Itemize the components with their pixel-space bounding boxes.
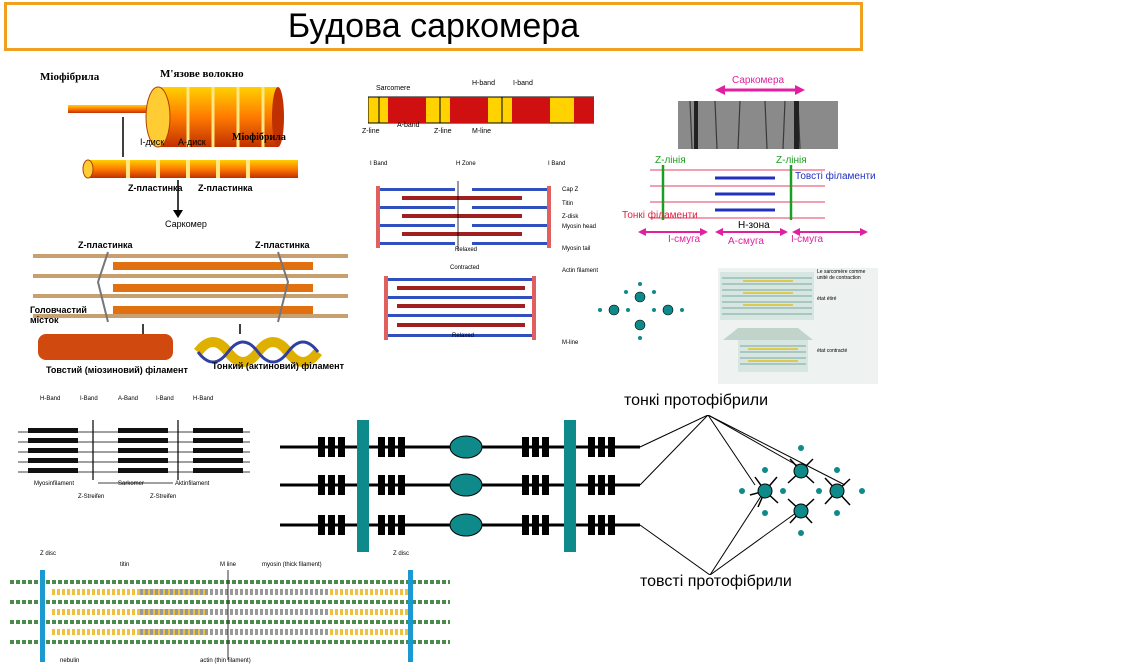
label-relaxed-2: Relaxed (452, 333, 475, 339)
label-sarkomer: Sarkomer (118, 481, 145, 487)
label-myofibril-2: Міофібрила (232, 132, 286, 143)
label-h-zone: H Zone (456, 161, 476, 167)
label-h-zone-em: Н-зона (738, 220, 770, 231)
myofibril-segment (88, 160, 298, 178)
thick-filament-image (38, 334, 173, 360)
label-m-line-bottom: M line (220, 562, 237, 568)
label-a-disc: А-диск (178, 137, 206, 147)
pointer-lines (639, 415, 846, 575)
french-sarcomere-diagram (718, 268, 878, 384)
label-contracted: Contracted (450, 265, 480, 271)
label-titin: Titin (562, 201, 574, 207)
label-thin-filaments: Тонкі філаменти (622, 210, 698, 221)
label-sarcomere-band: Sarcomere (376, 85, 411, 92)
label-french-contracted: état contracté (817, 348, 848, 354)
label-z-streifen-2: Z-Streifen (150, 494, 177, 500)
label-i-band: I-band (513, 80, 533, 87)
label-i-band-de-2: I-Band (156, 396, 174, 402)
z-disc-bar-2 (564, 420, 576, 552)
muscle-fiber-diagram (33, 86, 348, 367)
label-actin-filament: Actin filament (562, 268, 599, 274)
label-z-disk: Z-disk (562, 214, 579, 220)
label-i-band-top-2: I Band (548, 161, 566, 167)
fiber-cylinder (158, 87, 278, 147)
label-m-line: M-line (472, 128, 492, 135)
detailed-sarcomere-diagram (10, 570, 450, 662)
relaxed-contracted-diagram (376, 181, 551, 340)
z-disc-right (408, 570, 413, 662)
german-band-diagram (18, 420, 250, 484)
label-relaxed: Relaxed (455, 247, 478, 253)
label-capz: Cap Z (562, 187, 579, 193)
label-z-liniia-2: Z-лінія (776, 155, 807, 166)
label-aktinfilament: Aktinfilament (175, 481, 210, 487)
label-head-bridge: Головчастий місток (30, 305, 87, 325)
thin-filament-image (194, 337, 322, 367)
label-z-plate-2: Z-пластинка (198, 183, 253, 193)
label-z-line: Z-line (362, 128, 380, 135)
label-thick-filaments: Товсті філаменти (795, 171, 876, 182)
label-h-band: H-band (472, 80, 495, 87)
protofibril-cross-section (739, 445, 865, 536)
label-a-band-de: A-Band (118, 396, 139, 402)
myofibril-strand (68, 105, 168, 113)
label-titin-bottom: titin (120, 562, 130, 568)
title-box: Будова саркомера (4, 2, 863, 51)
z-disc-bar-1 (357, 420, 369, 552)
label-french-stretched: état étiré (817, 296, 837, 302)
label-i-disc: І-диск (140, 137, 165, 147)
label-i-smuga-2: І-смуга (791, 234, 824, 245)
label-a-band: A-band (397, 122, 420, 129)
label-i-band-top-1: I Band (370, 161, 388, 167)
label-z-disc-1: Z disc (40, 551, 57, 557)
label-french-title: Le sarcomère comme unité de contraction (817, 269, 866, 281)
page-title: Будова саркомера (287, 7, 580, 45)
label-thick-filament: Товстий (міозиновий) філамент (46, 365, 188, 375)
label-z-plate-1: Z-пластинка (128, 183, 183, 193)
label-z-line-2: Z-line (434, 128, 452, 135)
band-diagram (368, 96, 594, 124)
protofibril-diagram (280, 415, 865, 575)
label-myofibril: Міофібрила (40, 71, 100, 83)
em-sarcomere (638, 85, 868, 236)
label-myosin-head: Myosin head (562, 224, 597, 230)
label-myosin-tail: Myosin tail (562, 246, 591, 252)
label-z-plate-3: Z-пластинка (78, 240, 133, 250)
cross-section-small (598, 282, 684, 340)
label-thin-protofibrils: тонкі протофібрили (624, 392, 769, 409)
label-i-band-de-1: I-Band (80, 396, 98, 402)
label-myosinfilament: Myosinfilament (34, 481, 75, 487)
label-myosin-thick: myosin (thick filament) (262, 562, 322, 568)
label-thick-protofibrils: товсті протофібрили (640, 573, 792, 590)
label-muscle-fiber: М'язове волокно (160, 68, 244, 80)
label-actin-thin: actin (thin filament) (200, 658, 251, 664)
sarcomere-filaments (33, 251, 348, 323)
label-sarcomere: Саркомер (165, 219, 207, 229)
label-a-smuga: А-смуга (728, 236, 764, 247)
label-thin-filament: Тонкий (актиновий) філамент (212, 361, 345, 371)
label-z-liniia-1: Z-лінія (655, 155, 686, 166)
label-h-band-de-1: H-Band (40, 396, 61, 402)
label-z-plate-4: Z-пластинка (255, 240, 310, 250)
em-image (678, 101, 838, 149)
label-i-smuga-1: І-смуга (668, 234, 701, 245)
label-z-disc-2: Z disc (393, 551, 410, 557)
label-z-streifen-1: Z-Streifen (78, 494, 105, 500)
label-m-line-2: M-line (562, 340, 579, 346)
label-h-band-de-2: H-Band (193, 396, 214, 402)
label-em-sarcomere: Саркомера (732, 75, 785, 86)
z-disc-left (40, 570, 45, 662)
label-nebulin: nebulin (60, 658, 80, 664)
